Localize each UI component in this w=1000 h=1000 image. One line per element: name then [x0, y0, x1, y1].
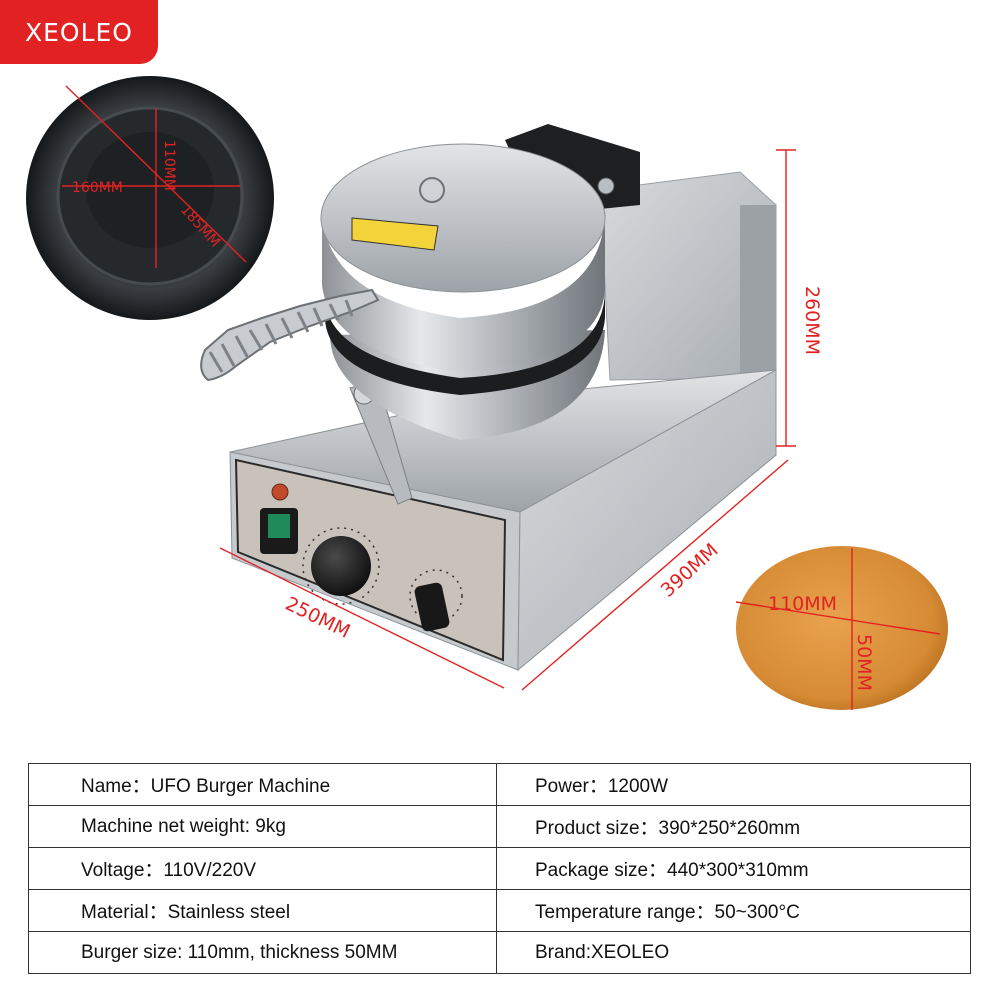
spec-burger-size: Burger size: 110mm, thickness 50MM	[28, 931, 497, 974]
brand-logo-text: XEOLEO	[24, 17, 133, 47]
spec-weight: Machine net weight: 9kg	[28, 805, 497, 848]
width-line	[219, 547, 505, 689]
spec-power: Power：1200W	[496, 763, 971, 806]
bun-width-line	[735, 601, 941, 635]
pan-bowl	[86, 132, 214, 248]
specs-table: Name：UFO Burger Machine Power：1200W Mach…	[28, 763, 971, 974]
machine-base-side	[517, 369, 777, 672]
timer-knob	[311, 536, 371, 596]
upper-mold-body	[322, 215, 605, 372]
upper-lid	[320, 143, 606, 293]
bun-body	[736, 546, 948, 710]
spec-name: Name：UFO Burger Machine	[28, 763, 497, 806]
indicator-light	[271, 483, 289, 501]
timer-dial-scale	[302, 527, 380, 605]
brand-logo: XEOLEO	[0, 0, 158, 64]
product-illustration: 160MM 110MM 185MM	[26, 76, 948, 710]
pan-diameter-label: 160MM	[72, 180, 123, 196]
depth-line	[521, 459, 789, 691]
spec-product-size: Product size：390*250*260mm	[496, 805, 971, 848]
table-row: Material：Stainless steel Temperature ran…	[28, 889, 971, 932]
lid-vent	[419, 177, 445, 203]
bun-thickness-label: 50MM	[853, 634, 875, 691]
spec-temperature-range: Temperature range：50~300°C	[496, 889, 971, 932]
caution-sticker	[351, 217, 439, 251]
spec-package-size: Package size：440*300*310mm	[496, 847, 971, 890]
pan-closeup: 160MM 110MM 185MM	[26, 76, 274, 320]
burger-machine	[200, 124, 777, 672]
burger-bun: 110MM 50MM	[735, 546, 948, 710]
bun-width-label: 110MM	[768, 593, 837, 615]
spec-voltage: Voltage：110V/220V	[28, 847, 497, 890]
mold-gasket	[325, 290, 605, 395]
hinge-screw	[597, 177, 615, 195]
power-switch-rocker	[268, 514, 290, 538]
temperature-knob	[414, 582, 450, 632]
temperature-dial-scale	[409, 569, 463, 623]
table-row: Name：UFO Burger Machine Power：1200W	[28, 763, 971, 806]
machine-back-side	[740, 205, 776, 395]
table-row: Voltage：110V/220V Package size：440*300*3…	[28, 847, 971, 890]
depth-label: 390MM	[657, 539, 723, 602]
table-row: Burger size: 110mm, thickness 50MM Brand…	[28, 931, 971, 974]
table-row: Machine net weight: 9kg Product size：390…	[28, 805, 971, 848]
height-label: 260MM	[801, 286, 823, 355]
spring-handle	[200, 288, 380, 382]
pan-outer-line	[65, 85, 247, 263]
spec-material: Material：Stainless steel	[28, 889, 497, 932]
pan-depth-label: 110MM	[161, 140, 177, 191]
spec-brand: Brand:XEOLEO	[496, 931, 971, 974]
